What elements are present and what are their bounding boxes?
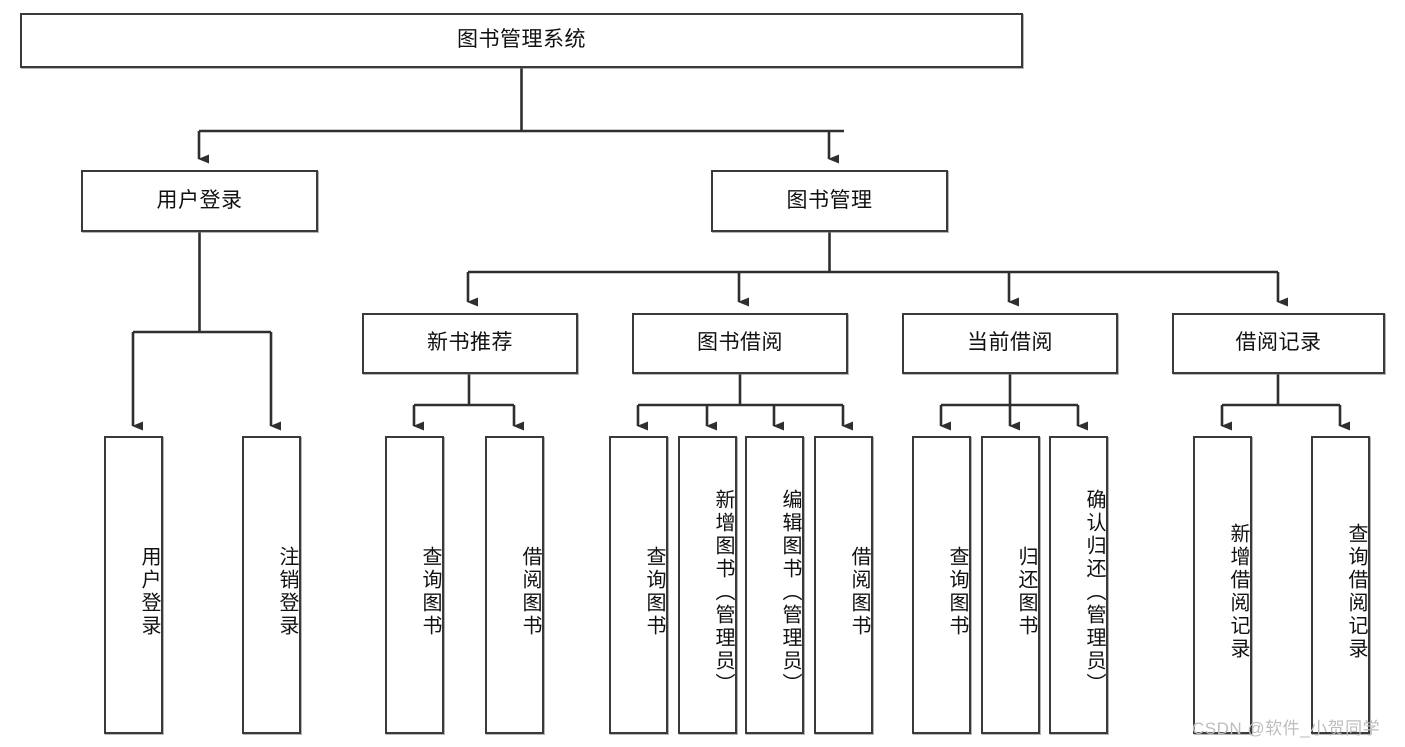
node-book-borrow[interactable]: 图书借阅 <box>632 313 848 374</box>
leaf-new-book-borrow-book[interactable]: 借阅图书 <box>485 436 544 734</box>
node-label: 图书借阅 <box>697 331 783 355</box>
node-label: 归还图书 <box>1015 546 1037 638</box>
node-new-book-recommend[interactable]: 新书推荐 <box>362 313 578 374</box>
node-label: 查询借阅记录 <box>1345 523 1367 661</box>
leaf-borrow-record-query-record[interactable]: 查询借阅记录 <box>1311 436 1370 734</box>
node-user-login[interactable]: 用户登录 <box>81 170 318 232</box>
node-label: 查询图书 <box>946 546 968 638</box>
node-label: 新增借阅记录 <box>1227 523 1249 661</box>
leaf-book-borrow-edit-book-admin[interactable]: 编辑图书（管理员） <box>745 436 804 734</box>
node-current-borrow[interactable]: 当前借阅 <box>902 313 1118 374</box>
leaf-current-borrow-query-book[interactable]: 查询图书 <box>912 436 971 734</box>
leaf-current-borrow-return-book[interactable]: 归还图书 <box>981 436 1040 734</box>
leaf-borrow-record-add-record[interactable]: 新增借阅记录 <box>1193 436 1252 734</box>
node-root-library-system[interactable]: 图书管理系统 <box>20 13 1023 68</box>
node-label: 确认归还（管理员） <box>1083 488 1105 696</box>
leaf-book-borrow-add-book-admin[interactable]: 新增图书（管理员） <box>678 436 737 734</box>
node-label: 查询图书 <box>419 546 441 638</box>
node-label: 用户登录 <box>138 546 160 638</box>
csdn-watermark: CSDN @软件_小贺同学 <box>1192 719 1381 738</box>
node-label: 编辑图书（管理员） <box>779 488 801 696</box>
node-label: 借阅图书 <box>519 546 541 638</box>
node-label: 注销登录 <box>276 546 298 638</box>
leaf-book-borrow-borrow-book[interactable]: 借阅图书 <box>814 436 873 734</box>
node-label: 新书推荐 <box>427 331 513 355</box>
node-label: 借阅记录 <box>1235 331 1322 355</box>
leaf-new-book-query-book[interactable]: 查询图书 <box>385 436 444 734</box>
node-label: 新增图书（管理员） <box>712 488 734 696</box>
node-borrow-record[interactable]: 借阅记录 <box>1172 313 1385 374</box>
node-label: 图书管理 <box>786 188 873 212</box>
node-book-management[interactable]: 图书管理 <box>711 170 948 232</box>
node-label: 借阅图书 <box>848 546 870 638</box>
leaf-current-borrow-confirm-return-admin[interactable]: 确认归还（管理员） <box>1049 436 1108 734</box>
node-label: 用户登录 <box>156 188 243 212</box>
leaf-book-borrow-query-book[interactable]: 查询图书 <box>609 436 668 734</box>
node-label: 图书管理系统 <box>457 28 586 52</box>
leaf-user-login-logout[interactable]: 注销登录 <box>242 436 301 734</box>
node-label: 查询图书 <box>643 546 665 638</box>
node-label: 当前借阅 <box>967 331 1053 355</box>
leaf-user-login-signin[interactable]: 用户登录 <box>104 436 163 734</box>
